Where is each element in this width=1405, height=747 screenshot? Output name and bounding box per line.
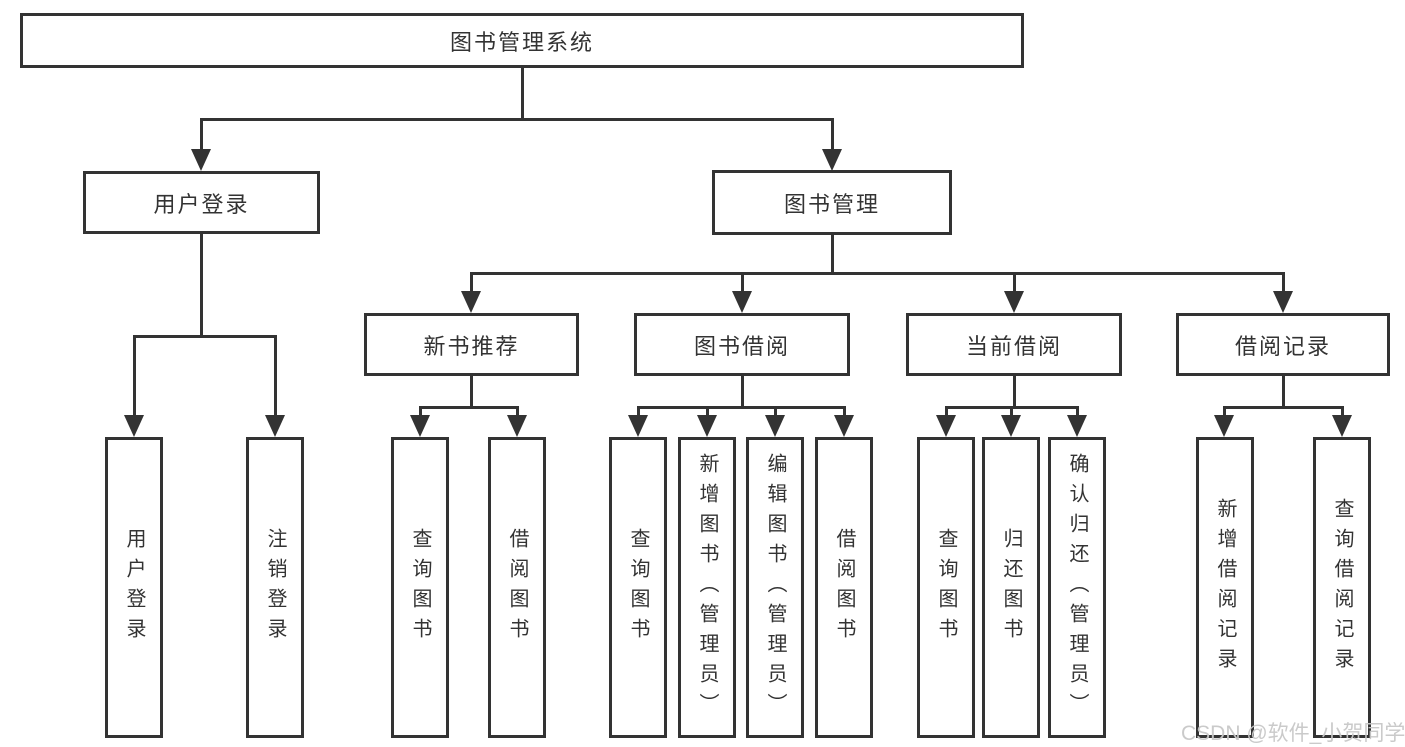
node-library-system: 图书管理系统 <box>20 13 1024 68</box>
leaf-recommend-query-books-label: 查询图书 <box>409 527 431 648</box>
arrow-down-icon <box>507 415 527 437</box>
leaf-current-return-books: 归还图书 <box>982 437 1040 738</box>
leaf-current-query-books-label: 查询图书 <box>935 527 957 648</box>
node-borrowing-records-label: 借阅记录 <box>1234 333 1331 359</box>
arrow-down-icon <box>461 291 481 313</box>
leaf-recommend-borrow-books: 借阅图书 <box>488 437 546 738</box>
connector-drop-line <box>469 376 473 409</box>
node-borrowing-records: 借阅记录 <box>1176 313 1390 376</box>
arrow-down-icon <box>265 415 285 437</box>
leaf-borrowing-edit-books-admin-label: 编辑图书（管理员） <box>764 452 786 723</box>
leaf-borrowing-add-books-admin: 新增图书（管理员） <box>678 437 736 738</box>
leaf-recommend-borrow-books-label: 借阅图书 <box>506 527 528 648</box>
connector-stub-line <box>1281 272 1285 293</box>
arrow-down-icon <box>1273 291 1293 313</box>
leaf-logout: 注销登录 <box>246 437 304 738</box>
arrow-down-icon <box>1001 415 1021 437</box>
leaf-logout-label: 注销登录 <box>264 527 286 648</box>
connector-stub-line <box>515 406 519 417</box>
connector-drop-line <box>1281 376 1285 409</box>
leaf-current-confirm-return-admin-label: 确认归还（管理员） <box>1066 452 1088 723</box>
node-book-management: 图书管理 <box>712 170 952 235</box>
leaf-records-query-borrow-record: 查询借阅记录 <box>1313 437 1371 738</box>
leaf-records-add-borrow-record-label: 新增借阅记录 <box>1214 497 1236 678</box>
connector-bar-line <box>469 272 1285 275</box>
arrow-down-icon <box>765 415 785 437</box>
connector-stub-line <box>132 335 136 417</box>
connector-stub-line <box>1340 406 1344 417</box>
leaf-borrowing-borrow-books-label: 借阅图书 <box>833 527 855 648</box>
connector-bar-line <box>199 118 834 121</box>
watermark: CSDN @软件_小贺同学 <box>1181 722 1405 745</box>
connector-stub-line <box>944 406 948 417</box>
connector-drop-line <box>199 234 203 338</box>
connector-stub-line <box>273 335 277 417</box>
node-user-login: 用户登录 <box>83 171 320 234</box>
node-new-book-recommend: 新书推荐 <box>364 313 579 376</box>
connector-stub-line <box>1012 272 1016 293</box>
connector-drop-line <box>520 68 524 121</box>
arrow-down-icon <box>191 149 211 171</box>
connector-bar-line <box>132 335 277 338</box>
connector-stub-line <box>1009 406 1013 417</box>
leaf-current-return-books-label: 归还图书 <box>1000 527 1022 648</box>
arrow-down-icon <box>410 415 430 437</box>
arrow-down-icon <box>1067 415 1087 437</box>
node-library-system-label: 图书管理系统 <box>449 29 594 55</box>
connector-drop-line <box>740 376 744 409</box>
connector-stub-line <box>199 118 203 151</box>
leaf-user-login-label: 用户登录 <box>123 527 145 648</box>
leaf-records-query-borrow-record-label: 查询借阅记录 <box>1331 497 1353 678</box>
connector-drop-line <box>1012 376 1016 409</box>
connector-stub-line <box>842 406 846 417</box>
connector-stub-line <box>740 272 744 293</box>
arrow-down-icon <box>822 149 842 171</box>
connector-bar-line <box>1222 406 1344 409</box>
leaf-borrowing-edit-books-admin: 编辑图书（管理员） <box>746 437 804 738</box>
connector-stub-line <box>418 406 422 417</box>
node-book-management-label: 图书管理 <box>783 191 880 217</box>
leaf-recommend-query-books: 查询图书 <box>391 437 449 738</box>
connector-bar-line <box>418 406 519 409</box>
connector-stub-line <box>1222 406 1226 417</box>
arrow-down-icon <box>732 291 752 313</box>
node-book-borrowing: 图书借阅 <box>634 313 850 376</box>
connector-bar-line <box>636 406 846 409</box>
arrow-down-icon <box>697 415 717 437</box>
node-new-book-recommend-label: 新书推荐 <box>423 333 520 359</box>
leaf-current-query-books: 查询图书 <box>917 437 975 738</box>
leaf-borrowing-borrow-books: 借阅图书 <box>815 437 873 738</box>
arrow-down-icon <box>834 415 854 437</box>
connector-stub-line <box>469 272 473 293</box>
leaf-borrowing-query-books-label: 查询图书 <box>627 527 649 648</box>
leaf-records-add-borrow-record: 新增借阅记录 <box>1196 437 1254 738</box>
arrow-down-icon <box>628 415 648 437</box>
connector-stub-line <box>636 406 640 417</box>
arrow-down-icon <box>1332 415 1352 437</box>
leaf-borrowing-query-books: 查询图书 <box>609 437 667 738</box>
connector-stub-line <box>705 406 709 417</box>
arrow-down-icon <box>124 415 144 437</box>
node-user-login-label: 用户登录 <box>153 191 250 217</box>
node-current-borrowing: 当前借阅 <box>906 313 1122 376</box>
connector-stub-line <box>1075 406 1079 417</box>
arrow-down-icon <box>1214 415 1234 437</box>
connector-stub-line <box>830 118 834 151</box>
connector-drop-line <box>830 235 834 275</box>
connector-stub-line <box>773 406 777 417</box>
leaf-current-confirm-return-admin: 确认归还（管理员） <box>1048 437 1106 738</box>
node-book-borrowing-label: 图书借阅 <box>693 333 790 359</box>
node-current-borrowing-label: 当前借阅 <box>965 333 1062 359</box>
arrow-down-icon <box>936 415 956 437</box>
arrow-down-icon <box>1004 291 1024 313</box>
leaf-borrowing-add-books-admin-label: 新增图书（管理员） <box>696 452 718 723</box>
leaf-user-login: 用户登录 <box>105 437 163 738</box>
